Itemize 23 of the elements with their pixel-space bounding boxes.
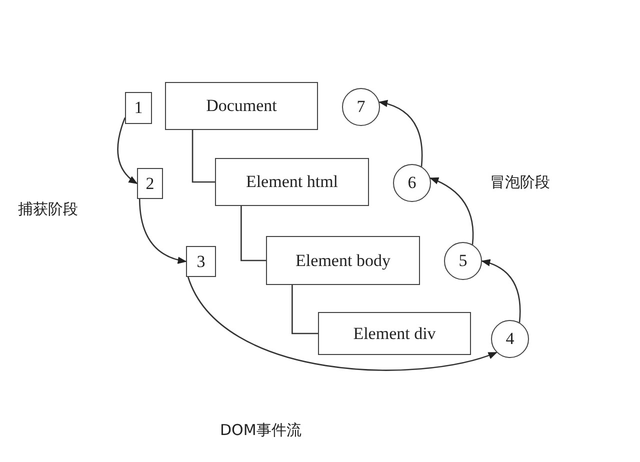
caption: DOM事件流 [220,421,302,440]
element-box: Document [165,82,318,130]
arrow [378,100,423,167]
number-box: 3 [186,246,216,277]
number-box: 1 [125,92,152,124]
element-box: Element div [318,312,471,355]
arrow [481,260,521,323]
number-circle: 6 [393,164,431,202]
phase-label: 捕获阶段 [18,200,78,219]
arrow [117,117,138,184]
number-circle: 4 [491,320,529,358]
number-circle: 5 [444,242,482,280]
arrow [188,276,498,371]
element-box: Element body [266,236,420,285]
number-circle: 7 [342,88,380,126]
number-box: 2 [137,168,163,199]
element-box: Element html [215,158,369,206]
connector-line [292,285,318,334]
connector-line [192,130,215,183]
phase-label: 冒泡阶段 [490,173,550,192]
arrow [138,198,187,264]
connector-line [240,206,266,262]
arrow [430,177,474,245]
